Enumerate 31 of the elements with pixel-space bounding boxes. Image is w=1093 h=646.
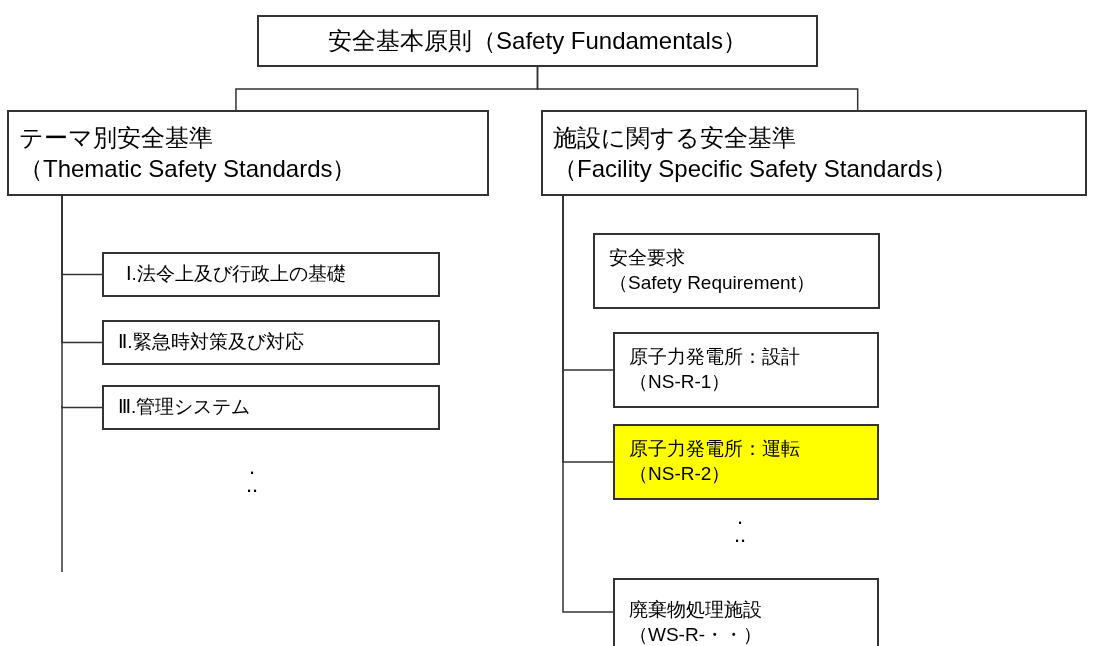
node-text: （Facility Specific Safety Standards） bbox=[553, 154, 959, 184]
node-text: 施設に関する安全基準 bbox=[553, 122, 797, 153]
connector-line bbox=[536, 66, 859, 111]
node-text: 廃棄物処理施設 bbox=[629, 598, 763, 623]
node-text: Ⅲ.管理システム bbox=[118, 395, 252, 420]
text-box bbox=[7, 110, 489, 196]
node-text: （WS-R-・・） bbox=[629, 623, 763, 646]
text-box bbox=[102, 320, 440, 365]
node-text: Ⅱ.緊急時対策及び対応 bbox=[118, 330, 305, 355]
node-text: Ⅰ.法令上及び行政上の基礎 bbox=[126, 262, 347, 287]
text-box bbox=[613, 578, 879, 646]
node-text: （Safety Requirement） bbox=[609, 271, 816, 295]
text-box bbox=[613, 332, 879, 408]
ellipsis-mark: . .. bbox=[244, 458, 260, 494]
node-text: 安全要求 bbox=[609, 246, 686, 271]
node-text: テーマ別安全基準 bbox=[19, 122, 214, 153]
ellipsis-mark: . .. bbox=[732, 508, 748, 544]
node-text: 安全基本原則（Safety Fundamentals） bbox=[327, 26, 748, 57]
text-box bbox=[541, 110, 1087, 196]
text-box bbox=[593, 233, 880, 309]
text-box bbox=[102, 385, 440, 430]
node-text: （NS-R-1） bbox=[629, 370, 732, 394]
node-text: （Thematic Safety Standards） bbox=[19, 154, 358, 184]
connector-line bbox=[562, 195, 614, 613]
connector-line bbox=[61, 195, 103, 409]
text-box bbox=[613, 424, 879, 500]
text-box bbox=[257, 15, 818, 67]
node-text: （NS-R-2） bbox=[629, 462, 732, 486]
node-text: 原子力発電所：運転 bbox=[629, 437, 801, 462]
node-text: 原子力発電所：設計 bbox=[629, 345, 801, 370]
text-box bbox=[102, 252, 440, 297]
